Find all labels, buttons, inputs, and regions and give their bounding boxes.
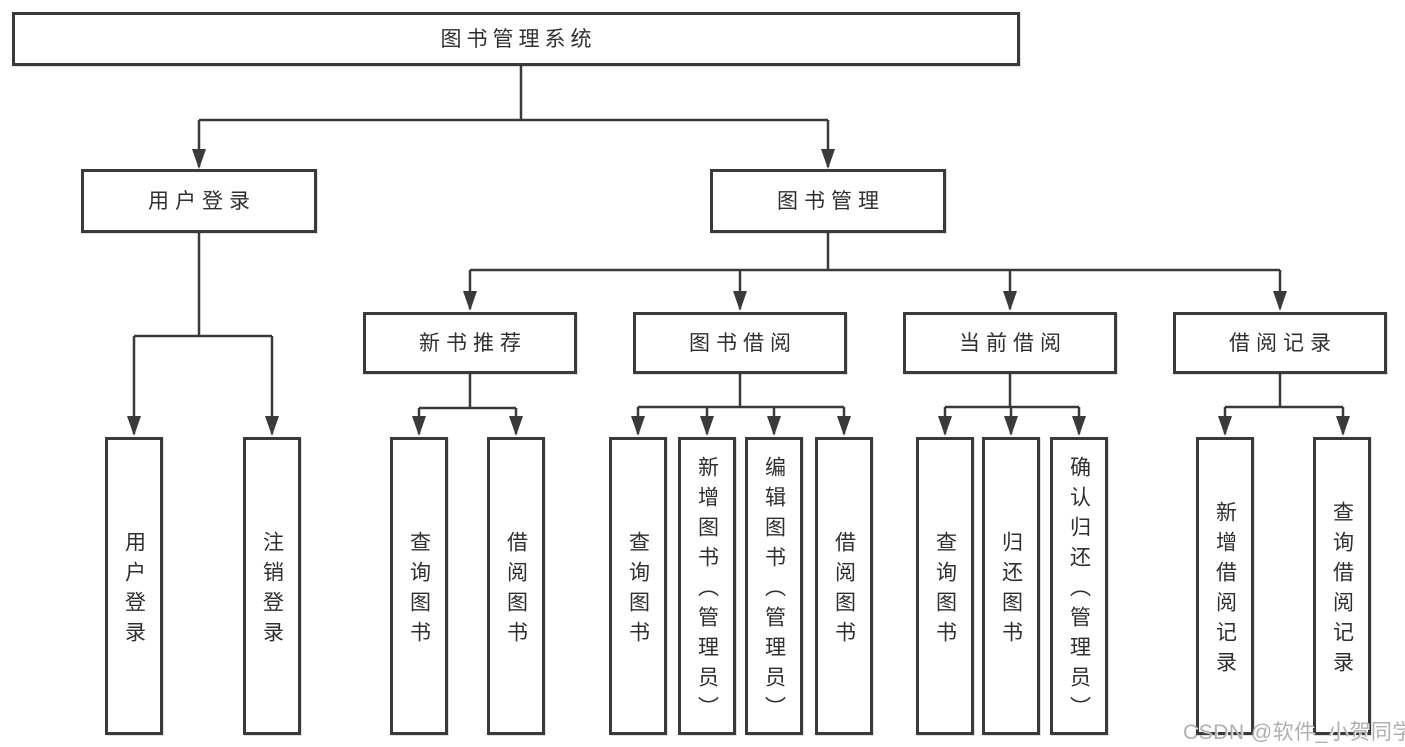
leaf-user-login-label: 用户登录	[122, 530, 146, 651]
leaf-logout: 注销登录	[243, 437, 301, 735]
node-current-borrow-label: 当前借阅	[959, 331, 1067, 355]
leaf-confirm-return-admin: 确认归还（管理员）	[1050, 437, 1108, 735]
leaf-add-borrow-record: 新增借阅记录	[1196, 437, 1254, 735]
connector-book-borrow-to-leaves	[631, 374, 851, 436]
node-user-login: 用户登录	[81, 169, 317, 233]
csdn-watermark: CSDN @软件_小贺同学	[1183, 721, 1405, 744]
connector-book-management-to-level3	[463, 233, 1287, 311]
leaf-current-query-books-label: 查询图书	[933, 530, 957, 651]
leaf-recommend-query-books-label: 查询图书	[407, 530, 431, 651]
node-book-management-label: 图书管理	[777, 189, 885, 213]
node-root: 图书管理系统	[12, 12, 1020, 66]
leaf-return-book: 归还图书	[982, 437, 1040, 735]
connector-borrow-records-to-leaves	[1218, 374, 1350, 436]
leaf-recommend-borrow-books-label: 借阅图书	[504, 530, 528, 651]
node-user-login-label: 用户登录	[148, 189, 256, 213]
connector-new-book-recommend-to-leaves	[412, 374, 523, 436]
leaf-return-book-label: 归还图书	[999, 530, 1023, 651]
node-book-management: 图书管理	[710, 169, 946, 233]
leaf-current-query-books: 查询图书	[916, 437, 974, 735]
leaf-borrow-query-books: 查询图书	[609, 437, 667, 735]
node-borrow-records: 借阅记录	[1173, 312, 1387, 374]
connector-user-login-to-leaves	[127, 233, 279, 436]
leaf-borrow-book: 借阅图书	[815, 437, 873, 735]
leaf-query-borrow-record: 查询借阅记录	[1313, 437, 1371, 735]
node-book-borrow: 图书借阅	[633, 312, 847, 374]
leaf-logout-label: 注销登录	[260, 530, 284, 651]
leaf-edit-book-admin: 编辑图书（管理员）	[745, 437, 803, 735]
leaf-add-book-admin-label: 新增图书（管理员）	[695, 455, 719, 726]
leaf-add-borrow-record-label: 新增借阅记录	[1213, 500, 1237, 681]
node-book-borrow-label: 图书借阅	[689, 331, 797, 355]
leaf-confirm-return-admin-label: 确认归还（管理员）	[1067, 455, 1091, 726]
node-borrow-records-label: 借阅记录	[1229, 331, 1337, 355]
leaf-edit-book-admin-label: 编辑图书（管理员）	[762, 455, 786, 726]
leaf-query-borrow-record-label: 查询借阅记录	[1330, 500, 1354, 681]
leaf-borrow-book-label: 借阅图书	[832, 530, 856, 651]
leaf-borrow-query-books-label: 查询图书	[626, 530, 650, 651]
connector-root-to-level2	[192, 66, 835, 169]
leaf-recommend-borrow-books: 借阅图书	[487, 437, 545, 735]
node-new-book-recommend-label: 新书推荐	[419, 331, 527, 355]
node-new-book-recommend: 新书推荐	[363, 312, 577, 374]
leaf-recommend-query-books: 查询图书	[390, 437, 448, 735]
leaf-user-login: 用户登录	[105, 437, 163, 735]
node-current-borrow: 当前借阅	[903, 312, 1117, 374]
connector-current-borrow-to-leaves	[938, 374, 1086, 436]
leaf-add-book-admin: 新增图书（管理员）	[678, 437, 736, 735]
node-root-label: 图书管理系统	[440, 27, 597, 51]
